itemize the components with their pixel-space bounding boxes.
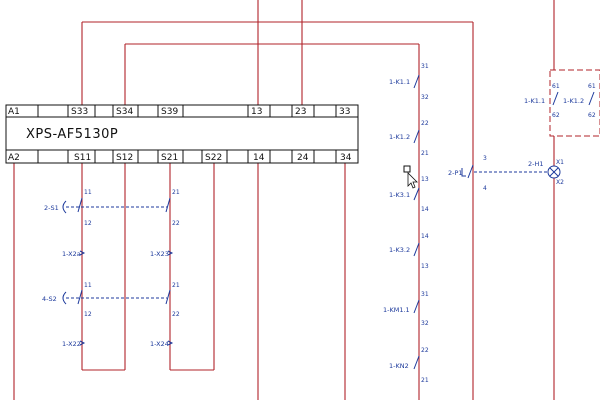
terminal-number: 21 <box>421 377 429 384</box>
terminal-number: 11 <box>84 282 92 289</box>
terminal-number: 22 <box>172 220 180 227</box>
terminal-label: A2 <box>8 153 20 163</box>
connector-label: 1-X23 <box>150 250 169 258</box>
snap-box-icon <box>403 165 411 173</box>
device-label: 4-S2 <box>42 295 57 303</box>
terminal-label: 13 <box>251 107 262 117</box>
terminal-number: 31 <box>421 291 429 298</box>
terminal-label: S11 <box>74 153 91 163</box>
terminal-label: 24 <box>297 153 309 163</box>
terminal-number: 12 <box>84 311 92 318</box>
terminal-label: 23 <box>295 107 306 117</box>
terminal-number: 12 <box>84 220 92 227</box>
terminal-label: S34 <box>116 107 133 117</box>
terminal-label: A1 <box>8 107 20 117</box>
cursor-arrow-icon <box>407 172 418 189</box>
connector-mark-icon <box>79 250 86 256</box>
terminal-number: 11 <box>84 189 92 196</box>
contact-1-k3-1[interactable]: 1-K3.1 14 <box>389 187 429 213</box>
terminal-number: 62 <box>588 112 596 119</box>
auxiliary-contact-box[interactable]: 1-K1.1 1-K1.2 61 62 61 62 <box>524 69 600 137</box>
terminal-label: S21 <box>161 153 178 163</box>
connector-label: 1-X22 <box>62 340 81 348</box>
wiring <box>13 0 555 400</box>
terminal-number: 61 <box>588 83 596 90</box>
terminal-number: 3 <box>483 155 487 162</box>
contact-1-k3-2[interactable]: 1-K3.2 14 13 <box>389 233 429 270</box>
connector-mark-icon <box>79 340 86 346</box>
terminal-label: S39 <box>161 107 178 117</box>
connector-label: 1-X2a <box>62 250 81 258</box>
device-label: 1-K1.2 <box>389 133 410 141</box>
switch-2-s1[interactable]: 2-S1 11 12 21 22 <box>44 189 180 227</box>
terminal-number: 32 <box>421 320 429 327</box>
device-label: 1-KN2 <box>389 362 409 370</box>
pushbutton-head-icon <box>62 200 67 214</box>
connector-mark-icon <box>167 340 174 346</box>
terminal-number: 62 <box>552 112 560 119</box>
terminal-number: 13 <box>421 176 429 183</box>
device-label: 1-K1.1 <box>524 97 545 105</box>
terminal-label: 34 <box>340 153 352 163</box>
connector-1-x2-lower: 1-X22 1-X24 <box>62 340 174 348</box>
terminal-number: 21 <box>421 150 429 157</box>
safety-module[interactable]: XPS-AF5130P A1 S33 S34 S39 13 23 33 A2 S… <box>5 104 359 164</box>
bottom-terminal-dividers <box>37 150 337 163</box>
terminal-number: 21 <box>172 282 180 289</box>
top-terminal-dividers <box>37 105 337 117</box>
device-label: 2-H1 <box>528 160 544 168</box>
terminal-number: 22 <box>421 120 429 127</box>
terminal-label: S33 <box>71 107 88 117</box>
device-label: 1-K3.1 <box>389 191 410 199</box>
terminal-number: 61 <box>552 83 560 90</box>
terminal-number: 14 <box>421 233 429 240</box>
pushbutton-head-icon <box>461 168 466 177</box>
connector-mark-icon <box>167 250 174 256</box>
switch-4-s2[interactable]: 4-S2 11 12 21 22 <box>42 282 180 318</box>
connector-1-x2-upper: 1-X2a 1-X23 <box>62 250 174 258</box>
device-label: 1-K3.2 <box>389 246 410 254</box>
device-label: 2-S1 <box>44 204 59 212</box>
terminal-number: 22 <box>172 311 180 318</box>
terminal-label: S12 <box>116 153 133 163</box>
terminal-number: 14 <box>421 206 429 213</box>
terminal-number: 21 <box>172 189 180 196</box>
terminal-label: 14 <box>253 153 265 163</box>
terminal-number: 32 <box>421 94 429 101</box>
terminal-label: S22 <box>205 153 222 163</box>
lamp-2-h1[interactable]: 2-H1 X1 X2 <box>528 159 564 186</box>
bottom-terminal-labels: A2 S11 S12 S21 S22 14 24 34 <box>8 153 352 163</box>
contact-1-k1-1[interactable]: 1-K1.1 31 32 <box>389 63 429 101</box>
pushbutton-2-p1[interactable]: 2-P1 3 4 <box>448 155 548 192</box>
device-label: 1-KM1.1 <box>383 306 410 314</box>
terminal-label: 33 <box>339 107 350 117</box>
terminal-number: 22 <box>421 347 429 354</box>
module-title: XPS-AF5130P <box>26 127 118 142</box>
terminal-number: 31 <box>421 63 429 70</box>
terminal-number: X2 <box>556 179 564 186</box>
terminal-number: 4 <box>483 185 487 192</box>
top-terminal-labels: A1 S33 S34 S39 13 23 33 <box>8 107 350 117</box>
pushbutton-head-icon <box>62 291 67 305</box>
terminal-number: X1 <box>556 159 564 166</box>
device-label: 1-K1.2 <box>563 97 584 105</box>
contact-1-kn2[interactable]: 1-KN2 22 21 <box>389 347 429 384</box>
connector-label: 1-X24 <box>150 340 169 348</box>
contact-1-km1-1[interactable]: 1-KM1.1 31 32 <box>383 291 429 327</box>
contact-1-k1-2[interactable]: 1-K1.2 22 21 <box>389 120 429 157</box>
mouse-cursor: 13 <box>403 165 429 189</box>
device-label: 2-P1 <box>448 169 463 177</box>
device-label: 1-K1.1 <box>389 78 410 86</box>
terminal-number: 13 <box>421 263 429 270</box>
